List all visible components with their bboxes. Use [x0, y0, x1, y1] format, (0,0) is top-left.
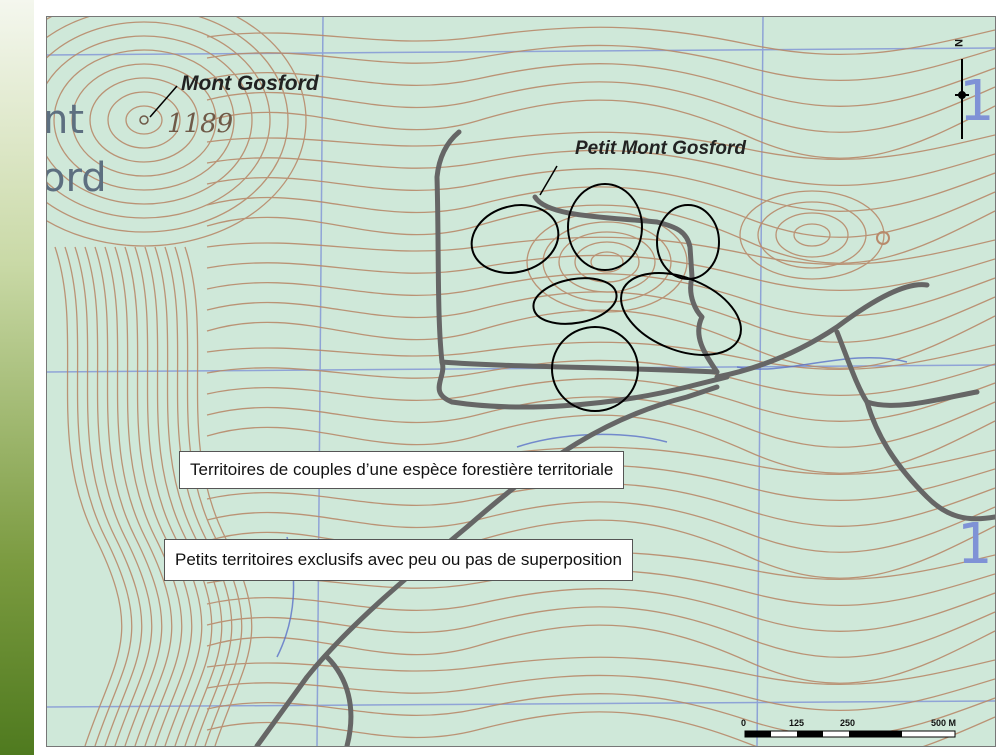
info-box-petits-territoires: Petits territoires exclusifs avec peu ou… [164, 539, 633, 581]
elevation-label: 1189 [167, 109, 234, 139]
summit-marker-east [876, 231, 890, 245]
scale-bar [744, 730, 956, 738]
territory-5 [620, 272, 742, 356]
map-number-fragment-top: 1 [959, 69, 995, 134]
map-graphics [47, 17, 995, 746]
topographic-map: nt ord 1 1 Mont Gosford 1189 Petit Mont … [46, 16, 996, 747]
petit-mont-gosford-label: Petit Mont Gosford [575, 138, 746, 159]
summit-marker [139, 115, 149, 125]
map-number-fragment-bottom: 1 [957, 512, 993, 577]
place-fragment-bottom: ord [46, 155, 107, 201]
territory-4 [532, 277, 618, 325]
north-arrow-graphic [955, 59, 969, 139]
place-fragment-top: nt [46, 97, 85, 143]
territory-2 [567, 183, 643, 271]
grid-lines [47, 17, 995, 746]
leader-lines [149, 85, 558, 196]
roads [254, 129, 995, 746]
territory-6 [551, 326, 639, 412]
territory-ellipses [470, 183, 742, 412]
mont-gosford-label: Mont Gosford [181, 72, 319, 95]
scale-tick-250: 250 [840, 718, 856, 728]
north-arrow-letter: N [951, 39, 964, 47]
info-box-territoires: Territoires de couples d’une espèce fore… [179, 451, 625, 489]
scale-tick-500: 500 M [931, 718, 957, 728]
territory-1 [470, 204, 560, 274]
scale-tick-125: 125 [789, 718, 805, 728]
slide-sidebar-bar [0, 0, 34, 755]
scale-tick-0: 0 [741, 718, 747, 728]
